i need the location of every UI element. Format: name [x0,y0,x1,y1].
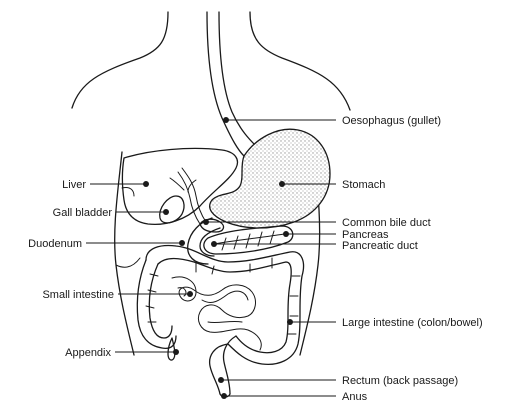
left-hip [115,257,141,268]
pancreas-shape [203,225,294,255]
label-appendix: Appendix [65,347,111,359]
label-duodenum: Duodenum [28,238,82,250]
small-intestine-pointer-dot [187,291,193,297]
bile-ducts [169,167,207,225]
appendix-shape [167,337,176,361]
common-bile-duct-pointer-dot [203,219,209,225]
label-anus: Anus [342,391,368,403]
rectum-pointer-dot [218,377,224,383]
duodenum-shape [187,217,221,265]
label-stomach: Stomach [342,179,385,191]
pancreas-pointer-dot [283,231,289,237]
right-labels: Oesophagus (gullet) Stomach Common bile … [342,115,483,403]
anus-pointer-dot [221,393,227,399]
gall-bladder-pointer-dot [163,209,169,215]
stomach-pointer-dot [279,181,285,187]
liver [121,147,239,226]
leader-dots [143,117,293,399]
label-pancreas: Pancreas [342,229,389,241]
label-rectum: Rectum (back passage) [342,375,458,387]
gall-bladder-shape [159,195,185,224]
label-liver: Liver [62,179,86,191]
label-small-intestine: Small intestine [42,289,114,301]
large-intestine-shape [136,244,305,366]
label-large-intestine: Large intestine (colon/bowel) [342,317,483,329]
pancreatic-duct-pointer-dot [211,241,217,247]
left-labels: Liver Gall bladder Duodenum Small intest… [28,179,114,359]
rectum-shape [208,335,237,398]
appendix-pointer-dot [173,349,179,355]
label-pancreatic-duct: Pancreatic duct [342,240,418,252]
label-gall-bladder: Gall bladder [53,207,113,219]
neck-left-shoulder [71,11,169,109]
leader-lines [86,119,336,397]
torso-left-side [114,151,135,356]
neck-right-shoulder [249,11,351,111]
oesophagus-pointer-dot [223,117,229,123]
label-common-bile-duct: Common bile duct [342,217,431,229]
liver-pointer-dot [143,181,149,187]
duodenum-pointer-dot [179,240,185,246]
small-intestine-shape [171,276,262,351]
label-oesophagus: Oesophagus (gullet) [342,115,441,127]
large-intestine-pointer-dot [287,319,293,325]
oesophagus [206,11,257,157]
